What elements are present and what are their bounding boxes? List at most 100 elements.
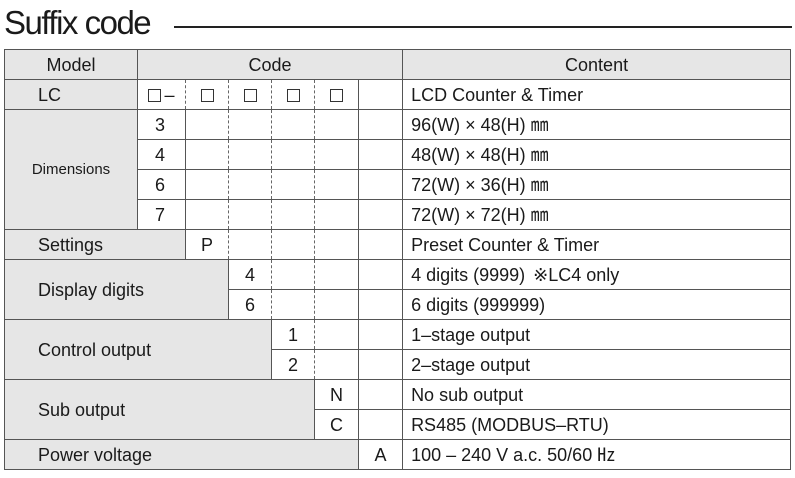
display-digits-label: Display digits bbox=[4, 259, 229, 320]
box-placeholder-icon bbox=[330, 88, 343, 102]
code-cell-empty bbox=[314, 109, 359, 140]
dimensions-content: 72(W) × 72(H) ㎜ bbox=[402, 199, 792, 230]
code-cell-empty bbox=[185, 169, 229, 200]
code-cell-empty bbox=[271, 259, 315, 290]
dimensions-content: 96(W) × 48(H) ㎜ bbox=[402, 109, 792, 140]
control-output-content: 2–stage output bbox=[402, 349, 792, 380]
control-output-content: 1–stage output bbox=[402, 319, 792, 350]
code-cell-empty bbox=[228, 199, 272, 230]
sub-output-row: C RS485 (MODBUS–RTU) bbox=[5, 409, 792, 440]
code-cell-empty bbox=[357, 349, 404, 380]
display-digits-text: 4 digits (9999) bbox=[411, 264, 526, 285]
suffix-code-table: Model Code Content LC – LCD Counter & Ti… bbox=[4, 49, 792, 470]
code-cell-empty bbox=[271, 229, 315, 260]
code-cell-empty bbox=[228, 169, 272, 200]
sub-output-row: Sub output N No sub output bbox=[4, 379, 792, 440]
code-cell-empty bbox=[314, 349, 359, 380]
display-digits-row: 6 6 digits (999999) bbox=[5, 289, 792, 320]
code-cell-empty bbox=[271, 109, 315, 140]
display-digits-content: 4 digits (9999) ※LC4 only bbox=[402, 259, 792, 290]
power-voltage-content: 100 – 240 V a.c. 50/60 ㎐ bbox=[402, 439, 792, 470]
code-slot-2 bbox=[185, 79, 229, 110]
code-cell-empty bbox=[357, 229, 404, 260]
power-voltage-row: Power voltage A 100 – 240 V a.c. 50/60 ㎐ bbox=[4, 439, 792, 470]
code-header: Code bbox=[136, 49, 404, 80]
control-output-label: Control output bbox=[4, 319, 272, 380]
control-output-row: 2 2–stage output bbox=[5, 349, 792, 380]
lc-content: LCD Counter & Timer bbox=[402, 79, 792, 110]
code-cell-empty bbox=[357, 199, 404, 230]
code-cell-empty bbox=[314, 259, 359, 290]
settings-label: Settings bbox=[4, 229, 186, 260]
sub-output-code: C bbox=[314, 409, 359, 440]
settings-row: Settings P Preset Counter & Timer bbox=[4, 229, 792, 260]
code-cell-empty bbox=[185, 139, 229, 170]
lc-row: LC – LCD Counter & Timer bbox=[4, 79, 792, 110]
code-cell-empty bbox=[314, 169, 359, 200]
code-cell-empty bbox=[357, 109, 404, 140]
control-output-row: Control output 1 1–stage output bbox=[4, 319, 792, 380]
box-placeholder-icon bbox=[200, 88, 214, 102]
code-cell-empty bbox=[271, 289, 315, 320]
box-placeholder-icon bbox=[286, 88, 300, 102]
section-heading: Suffix code bbox=[4, 3, 792, 43]
dimensions-code: 4 bbox=[137, 139, 186, 170]
code-cell-empty bbox=[357, 319, 404, 350]
code-cell-empty bbox=[185, 109, 229, 140]
content-header: Content bbox=[402, 49, 792, 80]
title-rule bbox=[174, 26, 792, 28]
dimensions-code: 6 bbox=[137, 169, 186, 200]
display-digits-row: Display digits 4 4 digits (9999) ※LC4 onl… bbox=[4, 259, 792, 320]
sub-output-content: No sub output bbox=[402, 379, 792, 410]
settings-code: P bbox=[185, 229, 229, 260]
dimensions-row: Dimensions 3 96(W) × 48(H) ㎜ bbox=[4, 109, 792, 230]
code-cell-empty bbox=[271, 199, 315, 230]
code-slot-4 bbox=[271, 79, 315, 110]
dimensions-code: 7 bbox=[137, 199, 186, 230]
code-slot-5 bbox=[314, 79, 359, 110]
code-cell-empty bbox=[357, 259, 404, 290]
code-cell-empty bbox=[271, 139, 315, 170]
code-cell-empty bbox=[357, 169, 404, 200]
code-cell-empty bbox=[314, 139, 359, 170]
dimensions-label: Dimensions bbox=[4, 109, 138, 230]
code-cell-empty bbox=[314, 289, 359, 320]
code-cell-empty bbox=[228, 109, 272, 140]
box-placeholder-icon bbox=[243, 88, 257, 102]
code-cell-empty bbox=[314, 319, 359, 350]
code-cell-empty bbox=[228, 229, 272, 260]
box-placeholder-icon bbox=[148, 88, 162, 102]
code-slot-1: – bbox=[137, 79, 186, 110]
header-row: Model Code Content bbox=[4, 49, 792, 80]
code-cell-empty bbox=[271, 169, 315, 200]
dimensions-content: 48(W) × 48(H) ㎜ bbox=[402, 139, 792, 170]
code-cell-empty bbox=[314, 199, 359, 230]
display-digits-code: 6 bbox=[228, 289, 272, 320]
control-output-code: 2 bbox=[271, 349, 315, 380]
power-voltage-label: Power voltage bbox=[4, 439, 359, 470]
settings-content: Preset Counter & Timer bbox=[402, 229, 792, 260]
code-slot-6 bbox=[357, 79, 404, 110]
lc-label: LC bbox=[4, 79, 138, 110]
code-cell-empty bbox=[357, 139, 404, 170]
code-slot-3 bbox=[228, 79, 272, 110]
code-cell-empty bbox=[357, 409, 404, 440]
sub-output-content: RS485 (MODBUS–RTU) bbox=[402, 409, 792, 440]
display-digits-code: 4 bbox=[228, 259, 272, 290]
code-cell-empty bbox=[185, 199, 229, 230]
dimensions-content: 72(W) × 36(H) ㎜ bbox=[402, 169, 792, 200]
dimensions-code: 3 bbox=[137, 109, 186, 140]
control-output-code: 1 bbox=[271, 319, 315, 350]
model-header: Model bbox=[4, 49, 138, 80]
code-cell-empty bbox=[357, 379, 404, 410]
code-cell-empty bbox=[314, 229, 359, 260]
lc4-note: ※LC4 only bbox=[533, 264, 620, 285]
power-voltage-code: A bbox=[357, 439, 404, 470]
sub-output-label: Sub output bbox=[4, 379, 315, 440]
display-digits-content: 6 digits (999999) bbox=[402, 289, 792, 320]
sub-output-code: N bbox=[314, 379, 359, 410]
code-dash: – bbox=[164, 84, 175, 105]
code-cell-empty bbox=[357, 289, 404, 320]
page-title: Suffix code bbox=[4, 4, 152, 41]
code-cell-empty bbox=[228, 139, 272, 170]
